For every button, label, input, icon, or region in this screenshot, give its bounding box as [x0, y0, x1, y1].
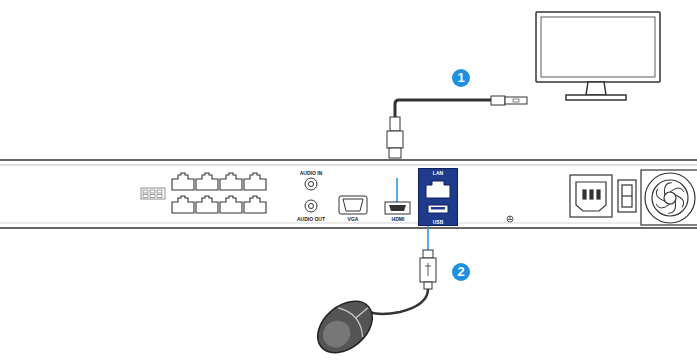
poe-ports [172, 173, 266, 213]
rj45-port [220, 196, 242, 213]
hdmi-cable [387, 96, 527, 158]
rj45-port [244, 196, 266, 213]
rj45-port [196, 196, 218, 213]
rj45-port [172, 173, 194, 190]
rj45-port [196, 173, 218, 190]
port-label: LAN [419, 171, 457, 176]
fan-blade [661, 181, 671, 195]
terminal-cell [143, 195, 148, 198]
terminal-cell [157, 190, 162, 193]
rj45-port [244, 173, 266, 190]
rj45-port [172, 196, 194, 213]
power-section [570, 170, 697, 225]
rj45-port [220, 173, 242, 190]
callout-number: 1 [452, 69, 470, 87]
terminal-cell [157, 195, 162, 198]
callout-number: 2 [452, 263, 470, 281]
fan-blade [668, 201, 678, 215]
port-label: HDMI [392, 217, 405, 222]
fan-blades [654, 181, 685, 215]
port-label: AUDIO IN [300, 171, 323, 176]
port-label: VGA [348, 217, 359, 222]
terminal-cell [143, 190, 148, 193]
port-outline [419, 169, 457, 225]
port-label: USB [419, 220, 457, 225]
port-label: AUDIO OUT [297, 217, 325, 222]
vga-port [339, 196, 367, 214]
fan-blade [654, 189, 664, 203]
ground-symbol [507, 216, 513, 222]
terminal-cell [150, 190, 155, 193]
terminal-cell [150, 195, 155, 198]
audio-jacks [305, 178, 317, 212]
lan-port [426, 181, 450, 198]
terminal-block [141, 188, 165, 199]
usb-mouse [308, 222, 436, 363]
lan-usb-panel: LAN USB [418, 168, 458, 226]
terminal-cells [143, 190, 162, 198]
usb-tongue [431, 207, 445, 210]
hdmi-port [385, 178, 410, 214]
nvr-chassis [0, 160, 697, 228]
fan-blade [656, 204, 670, 208]
fan-blade [675, 193, 685, 207]
fan-blade [670, 188, 684, 192]
monitor [536, 12, 660, 100]
usb-port [428, 205, 448, 213]
